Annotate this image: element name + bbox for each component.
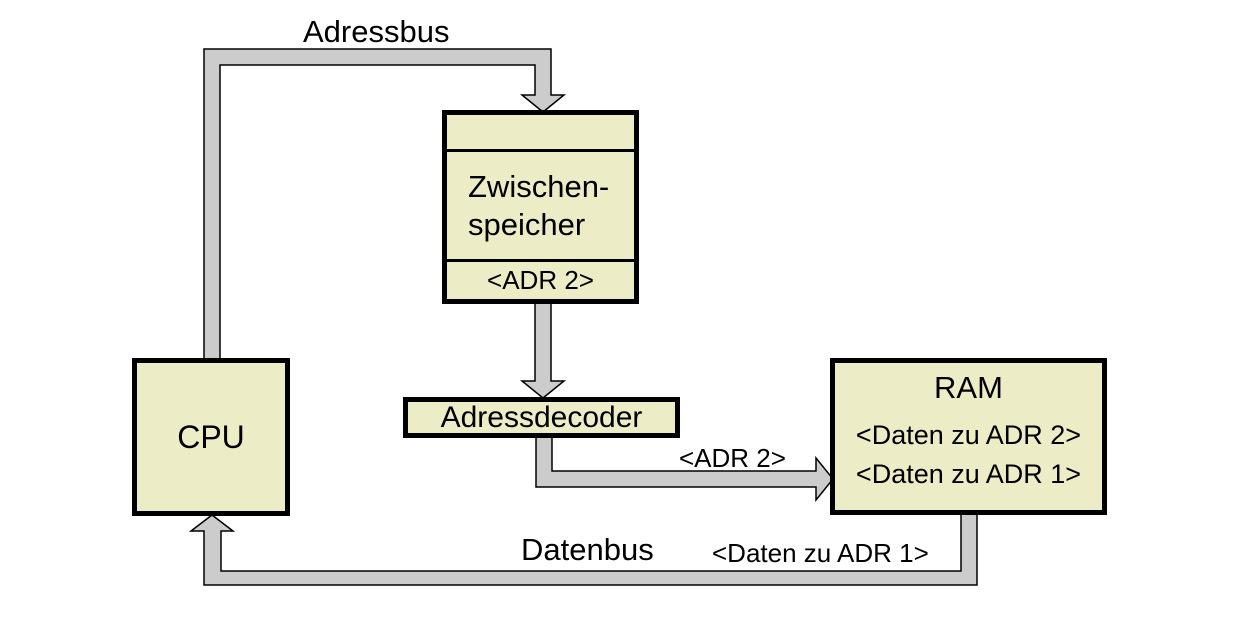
adressbus-label: Adressbus [303, 14, 450, 49]
zwischenspeicher-divider-bottom [447, 259, 634, 262]
ram-box: RAM <Daten zu ADR 2> <Daten zu ADR 1> [830, 358, 1107, 515]
zwischenspeicher-title-line1: Zwischen- [468, 168, 610, 204]
ram-data-row-adr1: <Daten zu ADR 1> [855, 459, 1082, 489]
zwischenspeicher-box: Zwischen- speicher <ADR 2> [442, 110, 639, 304]
zwischenspeicher-title-line2: speicher [468, 206, 586, 242]
decoder-to-ram-line [535, 434, 834, 503]
cpu-label: CPU [177, 418, 245, 455]
adressdecoder-box: Adressdecoder [403, 397, 680, 438]
ram-data-rows: <Daten zu ADR 2> <Daten zu ADR 1> [856, 416, 1081, 494]
zwischenspeicher-empty-band [447, 115, 634, 149]
zwischenspeicher-divider-top [447, 149, 634, 152]
datenbus-line [188, 512, 978, 586]
ram-data-row-adr2: <Daten zu ADR 2> [855, 420, 1082, 450]
datenbus-label: Datenbus [521, 532, 654, 567]
ram-label: RAM [934, 370, 1003, 405]
buffer-to-decoder-line [519, 301, 567, 399]
zwischenspeicher-title: Zwischen- speicher [447, 152, 634, 259]
adr2-transfer-label: <ADR 2> [679, 443, 786, 473]
zwischenspeicher-address-value: <ADR 2> [487, 265, 594, 295]
adressbus-line [203, 48, 567, 362]
zwischenspeicher-address-slot: <ADR 2> [447, 262, 634, 299]
adressdecoder-label: Adressdecoder [440, 400, 643, 434]
cpu-box: CPU [132, 358, 290, 516]
daten-adr1-transfer-label: <Daten zu ADR 1> [712, 538, 929, 568]
